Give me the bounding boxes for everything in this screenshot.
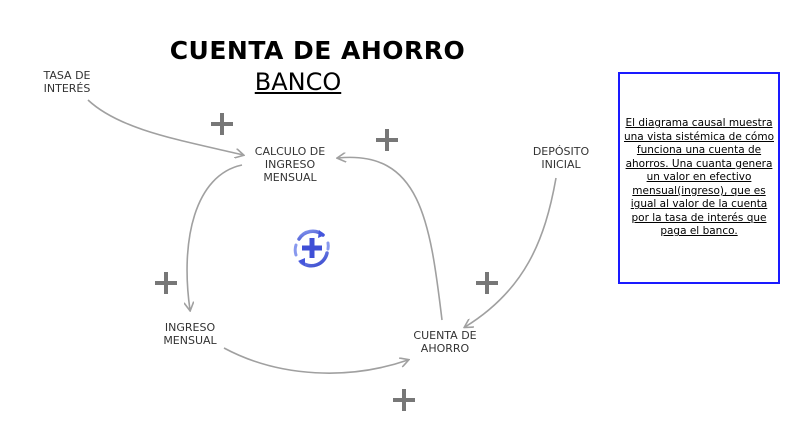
reinforcing-loop-icon <box>293 229 330 268</box>
node-deposito-inicial: DEPÓSITO INICIAL <box>532 145 590 171</box>
diagram-subtitle: BANCO <box>254 68 342 96</box>
link-calculo-to-ingreso <box>187 164 243 310</box>
note-text: El diagrama causal muestra una vista sis… <box>623 117 774 238</box>
link-deposito-to-cuenta <box>465 177 557 327</box>
plus-icon <box>476 272 498 294</box>
node-cuenta-ahorro: CUENTA DE AHORRO <box>413 329 477 355</box>
link-cuenta-to-calculo <box>338 157 443 321</box>
plus-icon <box>376 129 398 151</box>
node-calculo-ingreso: CALCULO DE INGRESO MENSUAL <box>254 145 326 184</box>
link-tasa-to-calculo <box>87 99 243 155</box>
link-ingreso-to-cuenta <box>223 347 408 374</box>
plus-icon <box>211 113 233 135</box>
plus-icon <box>155 272 177 294</box>
note-box: El diagrama causal muestra una vista sis… <box>618 72 780 284</box>
node-ingreso-mensual: INGRESO MENSUAL <box>163 321 217 347</box>
node-tasa-interes: TASA DE INTERÉS <box>43 69 91 95</box>
plus-icon <box>393 389 415 411</box>
diagram-title: CUENTA DE AHORRO <box>169 36 466 65</box>
